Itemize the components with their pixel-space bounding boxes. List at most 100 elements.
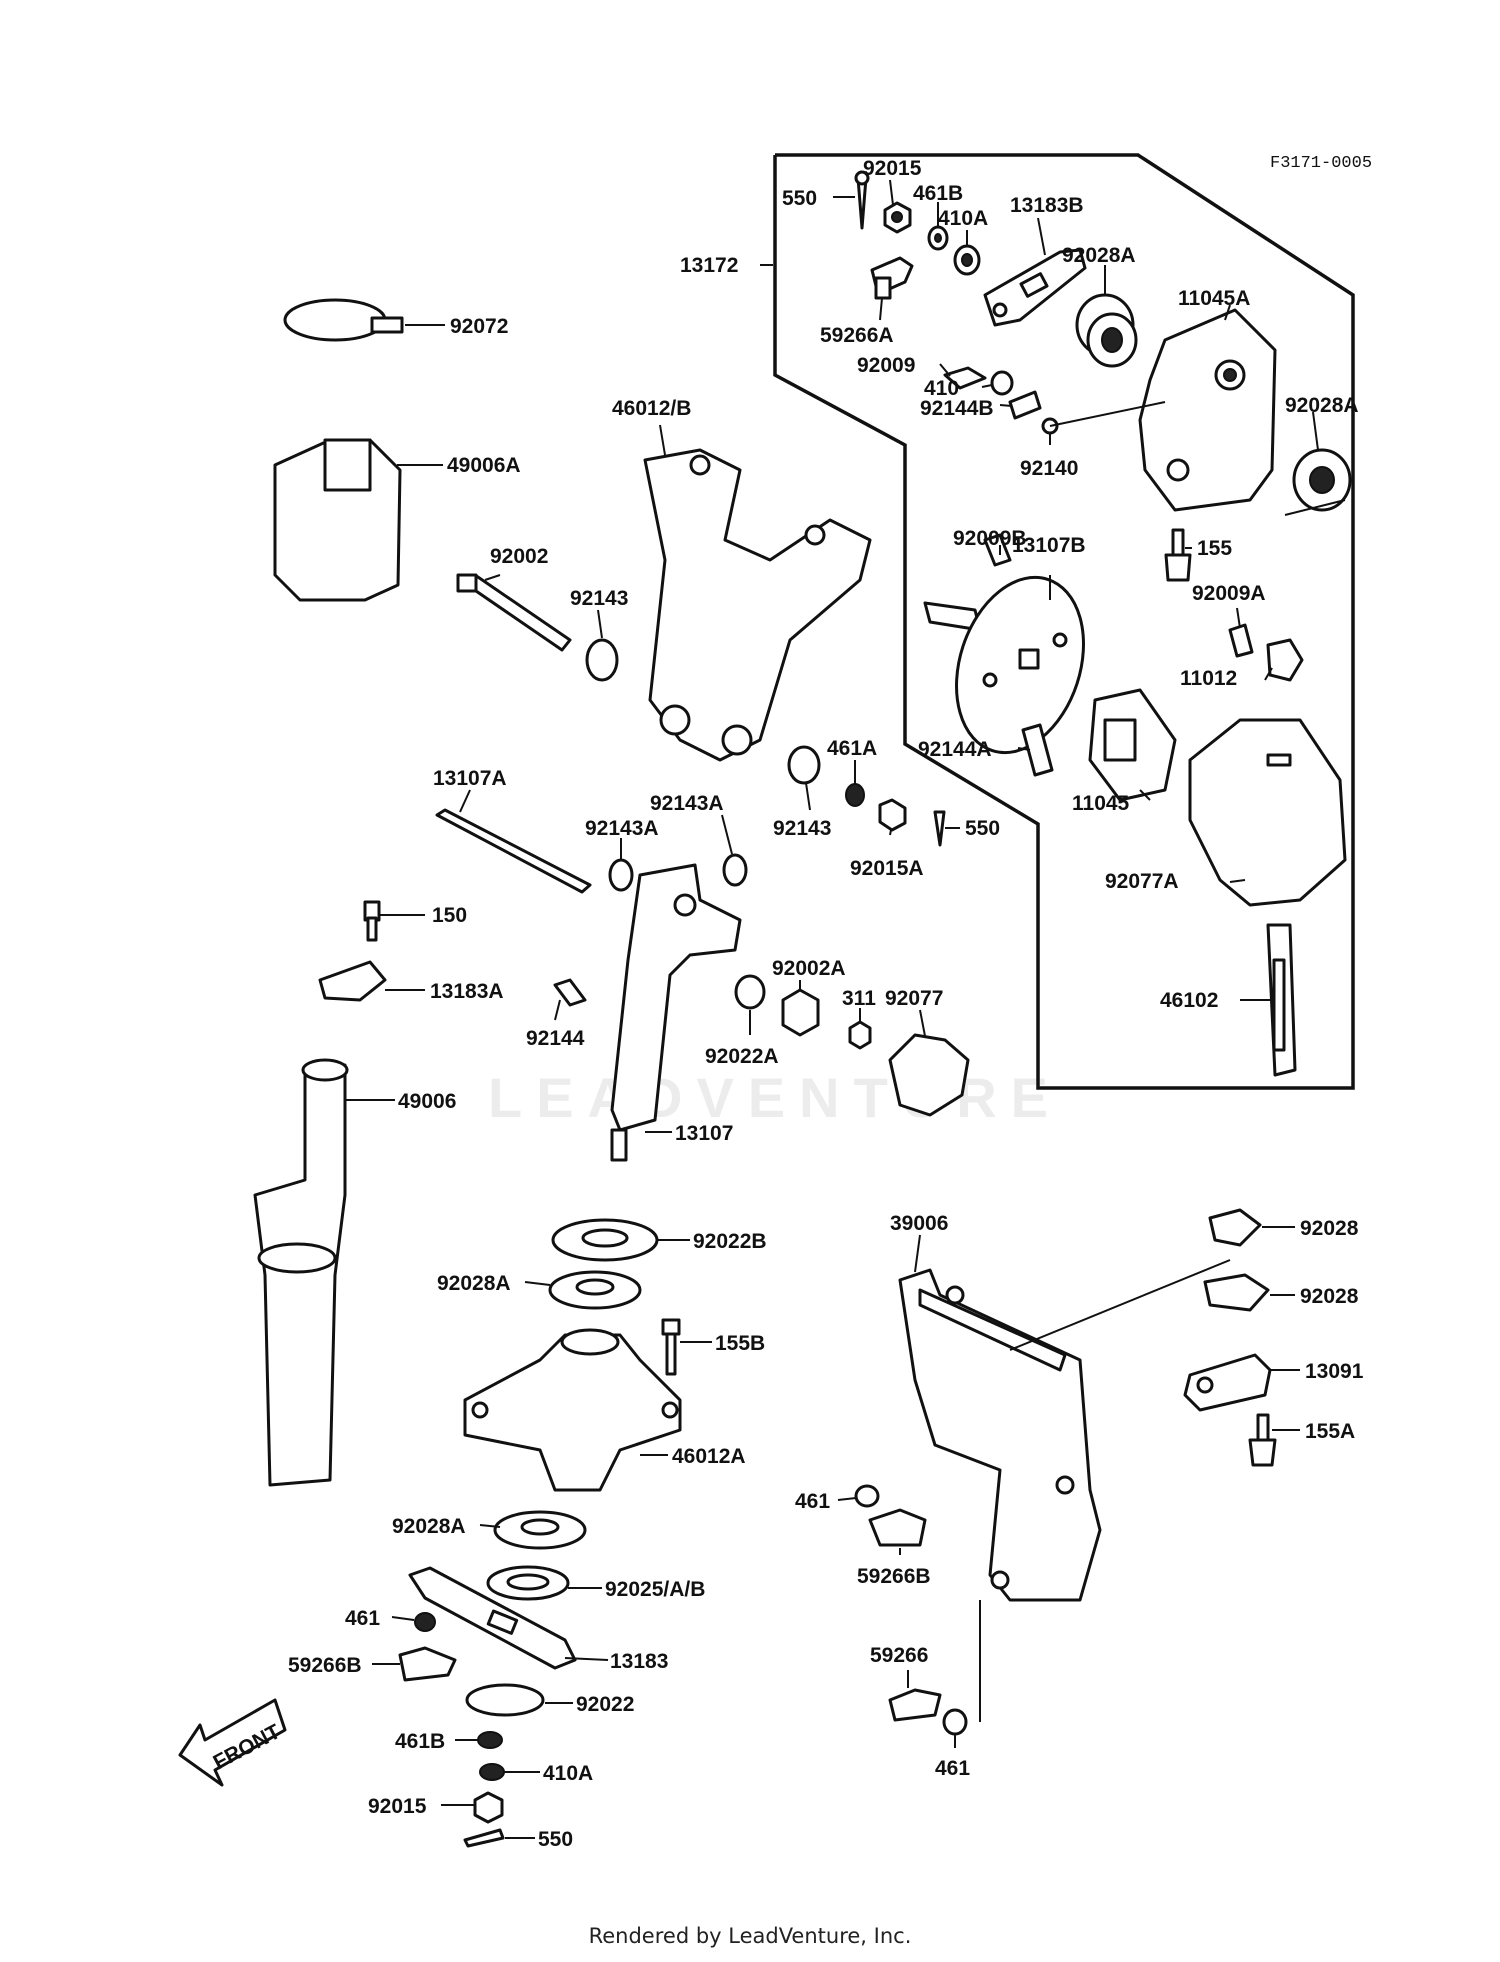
label-461B-low: 461B <box>395 1730 445 1753</box>
part-grease-fitting-59266A <box>870 256 914 300</box>
label-92028-upper: 92028 <box>1300 1217 1359 1240</box>
part-lever-13183B <box>983 248 1087 327</box>
part-nut-92015A <box>878 798 907 832</box>
label-13183A: 13183A <box>430 980 504 1003</box>
label-92015-top: 92015 <box>863 157 922 180</box>
label-46102: 46102 <box>1160 989 1218 1012</box>
label-92009A: 92009A <box>1192 582 1266 605</box>
label-46012A: 46012A <box>672 1445 746 1468</box>
part-cotter-pin-550-low <box>463 1828 505 1848</box>
part-cover-49006A <box>273 438 402 602</box>
label-550-mid: 550 <box>965 817 1000 840</box>
part-nut-92015-low <box>473 1791 504 1824</box>
label-311: 311 <box>842 987 876 1010</box>
part-bushing-92143-top <box>585 638 619 682</box>
label-92015A: 92015A <box>850 857 924 880</box>
label-550-low: 550 <box>538 1828 573 1851</box>
part-frame-39006 <box>898 1268 1102 1602</box>
part-nut-311 <box>848 1020 872 1050</box>
part-grease-fitting-59266B-left <box>398 1646 457 1682</box>
part-shaft-13107A <box>435 808 592 894</box>
label-150: 150 <box>432 904 467 927</box>
part-housing-46012A <box>463 1328 682 1492</box>
label-461-bottom: 461 <box>935 1757 970 1780</box>
part-housing-11045A <box>1138 308 1277 512</box>
label-155A: 155A <box>1305 1420 1355 1443</box>
label-92025: 92025/A/B <box>605 1578 705 1601</box>
assembly-frame-13172 <box>760 153 1355 1090</box>
watermark-text: LEADVENTURE <box>488 1066 1062 1129</box>
label-92009: 92009 <box>857 354 915 377</box>
label-92002: 92002 <box>490 545 548 568</box>
label-59266A: 59266A <box>820 324 894 347</box>
part-shaft-13107 <box>610 863 742 1162</box>
label-92144: 92144 <box>526 1027 585 1050</box>
part-spring-92144 <box>553 978 587 1007</box>
leader-lines <box>345 179 1346 1839</box>
part-cap-92028-upper <box>1208 1208 1262 1247</box>
label-92028A-mid: 92028A <box>437 1272 511 1295</box>
drawing-code: F3171-0005 <box>1270 154 1372 173</box>
label-11045A: 11045A <box>1178 287 1250 310</box>
part-nut-92015-top <box>883 201 912 234</box>
label-92009B: 92009B <box>953 527 1027 550</box>
label-550-top: 550 <box>782 187 817 210</box>
part-spring-92144A <box>1021 723 1054 777</box>
part-bushing-92028A-top <box>1075 293 1138 368</box>
part-washer-92025 <box>486 1565 570 1601</box>
front-arrow: FRONT <box>178 1698 287 1787</box>
part-washer-461-bottom <box>942 1708 968 1736</box>
part-lever-13183 <box>408 1566 577 1670</box>
part-grease-fitting-59266 <box>888 1688 942 1722</box>
part-washer-92022B <box>551 1218 659 1262</box>
part-bushing-92028A-right <box>1292 448 1352 512</box>
part-washer-461B-low <box>477 1731 503 1749</box>
part-bolt-155A <box>1248 1413 1277 1467</box>
label-92072: 92072 <box>450 315 508 338</box>
part-bracket-13091 <box>1183 1353 1272 1412</box>
part-spring-92144B <box>1008 390 1042 420</box>
label-13183B: 13183B <box>1010 194 1084 217</box>
label-92022A: 92022A <box>705 1045 779 1068</box>
part-knob-92077 <box>888 1033 970 1117</box>
part-bolt-155 <box>1164 528 1192 582</box>
part-labels: 92015 550 461B 410A 13183B 13172 92028A … <box>288 157 1364 1851</box>
label-13183: 13183 <box>610 1650 668 1673</box>
label-49006: 49006 <box>398 1090 456 1113</box>
part-case-92077A <box>1188 718 1347 907</box>
part-bushing-92028A-mid <box>548 1270 642 1310</box>
label-92143A-right: 92143A <box>650 792 724 815</box>
label-461B-top: 461B <box>913 182 963 205</box>
label-410A-top: 410A <box>938 207 988 230</box>
label-92028A-low: 92028A <box>392 1515 466 1538</box>
part-washer-92143A-right <box>722 853 748 887</box>
label-92002A: 92002A <box>772 957 846 980</box>
label-92022B: 92022B <box>693 1230 767 1253</box>
part-bolt-92009A <box>1228 623 1254 658</box>
part-bracket-11045 <box>1088 688 1177 802</box>
part-bolt-92009B <box>983 533 1012 567</box>
label-461-mid: 461 <box>795 1490 830 1513</box>
footer-credit: Rendered by LeadVenture, Inc. <box>588 1924 912 1948</box>
part-bolt-150 <box>363 900 381 942</box>
part-rod-46102 <box>1266 923 1297 1077</box>
part-bushing-92143-mid <box>787 745 821 785</box>
label-39006: 39006 <box>890 1212 948 1235</box>
label-155B: 155B <box>715 1332 765 1355</box>
label-410A-low: 410A <box>543 1762 593 1785</box>
part-tube-49006 <box>253 1058 349 1487</box>
label-59266: 59266 <box>870 1644 928 1667</box>
part-knob-11012 <box>1266 638 1304 682</box>
part-bolt-155B <box>661 1318 681 1376</box>
label-92028-lower: 92028 <box>1300 1285 1359 1308</box>
label-13172: 13172 <box>680 254 738 277</box>
label-410: 410 <box>924 377 959 400</box>
part-washer-410A-top <box>953 244 981 276</box>
label-11045: 11045 <box>1072 792 1130 815</box>
part-washer-92143A-left <box>608 858 634 892</box>
label-59266B-left: 59266B <box>288 1654 362 1677</box>
label-92140: 92140 <box>1020 457 1078 480</box>
label-13107A: 13107A <box>433 767 507 790</box>
part-washer-410A-low <box>479 1763 505 1781</box>
